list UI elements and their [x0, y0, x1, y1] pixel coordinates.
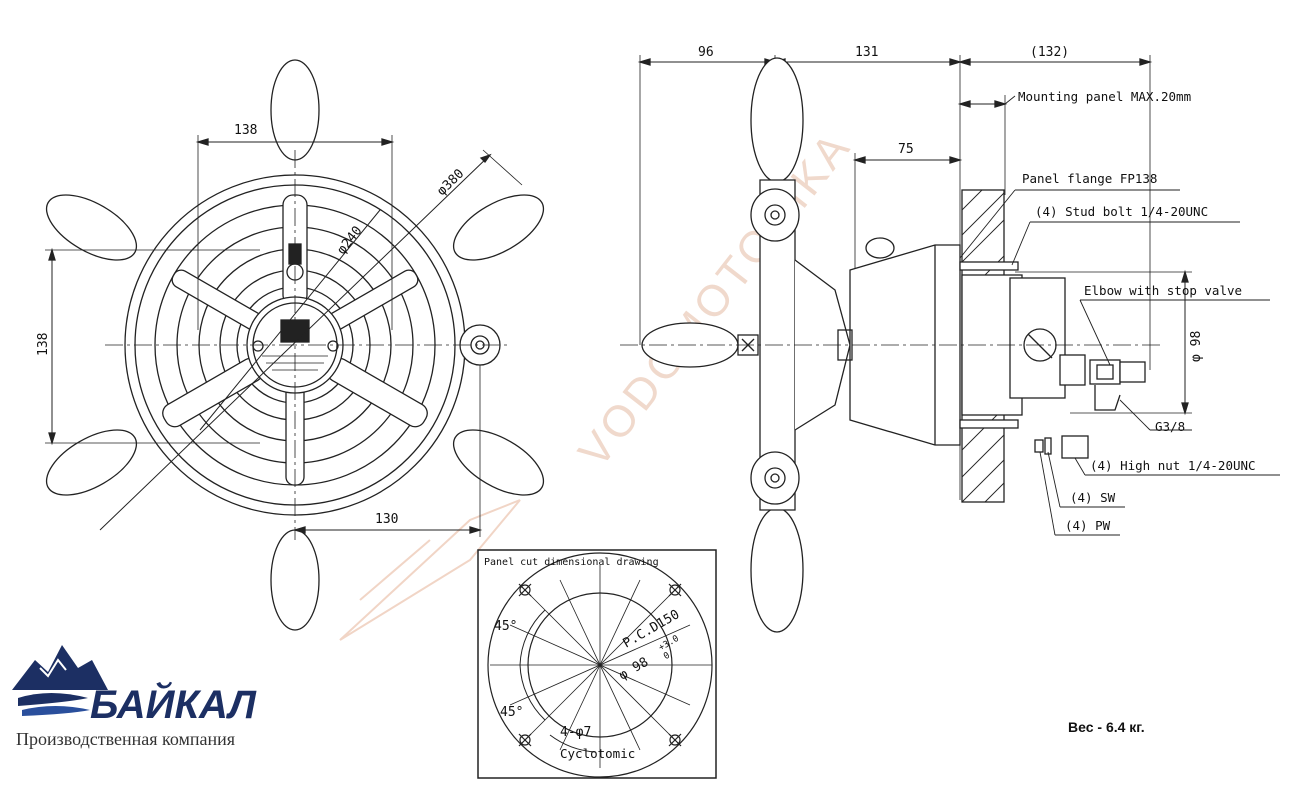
company-logo: БАЙКАЛ Производственная компания	[12, 645, 257, 749]
label-cyclotomic: Cyclotomic	[560, 746, 635, 761]
label-bore-tolerance-low: 0	[662, 651, 672, 662]
dim-housing-depth: 75	[898, 142, 914, 157]
label-elbow-valve: Elbow with stop valve	[1084, 283, 1242, 298]
dim-flange-diameter: φ 98	[1189, 331, 1204, 362]
dim-body-depth: 131	[855, 45, 878, 60]
logo-subtitle: Производственная компания	[16, 729, 235, 749]
dim-rear-depth: (132)	[1030, 45, 1069, 60]
label-thread-size: G3/8	[1155, 419, 1185, 434]
label-plain-washer: (4) PW	[1065, 518, 1111, 533]
dim-lug-offset: 130	[375, 512, 398, 527]
label-spring-washer: (4) SW	[1070, 490, 1116, 505]
label-angle-bottom: 45°	[500, 705, 523, 720]
dim-top-width: 138	[234, 123, 257, 138]
side-labels: 96 131 (132) 75 Mounting panel MAX.20mm …	[698, 45, 1256, 533]
label-panel-flange: Panel flange FP138	[1022, 171, 1157, 186]
wave-icon	[18, 693, 88, 706]
logo-wordmark: БАЙКАЛ	[90, 680, 257, 727]
label-mounting-panel: Mounting panel MAX.20mm	[1018, 89, 1191, 104]
panel-cut-title: Panel cut dimensional drawing	[484, 557, 659, 568]
mountain-icon	[12, 645, 108, 690]
wheel-handles	[45, 59, 545, 631]
dim-left-height: 138	[36, 333, 51, 356]
label-hole-count: 4-φ7	[560, 725, 591, 740]
mounting-hole-icons	[518, 583, 682, 747]
dim-wheel-depth: 96	[698, 45, 714, 60]
label-high-nut: (4) High nut 1/4-20UNC	[1090, 458, 1256, 473]
panel-cut-drawing	[477, 549, 717, 779]
weight-note: Вес - 6.4 кг.	[1068, 719, 1145, 735]
watermark-boat-icon	[339, 499, 521, 641]
label-angle-top: 45°	[494, 619, 517, 634]
dim-outer-diameter: φ380	[434, 166, 467, 199]
side-view	[620, 55, 1280, 633]
label-stud-bolt: (4) Stud bolt 1/4-20UNC	[1035, 204, 1208, 219]
front-view	[45, 59, 545, 631]
